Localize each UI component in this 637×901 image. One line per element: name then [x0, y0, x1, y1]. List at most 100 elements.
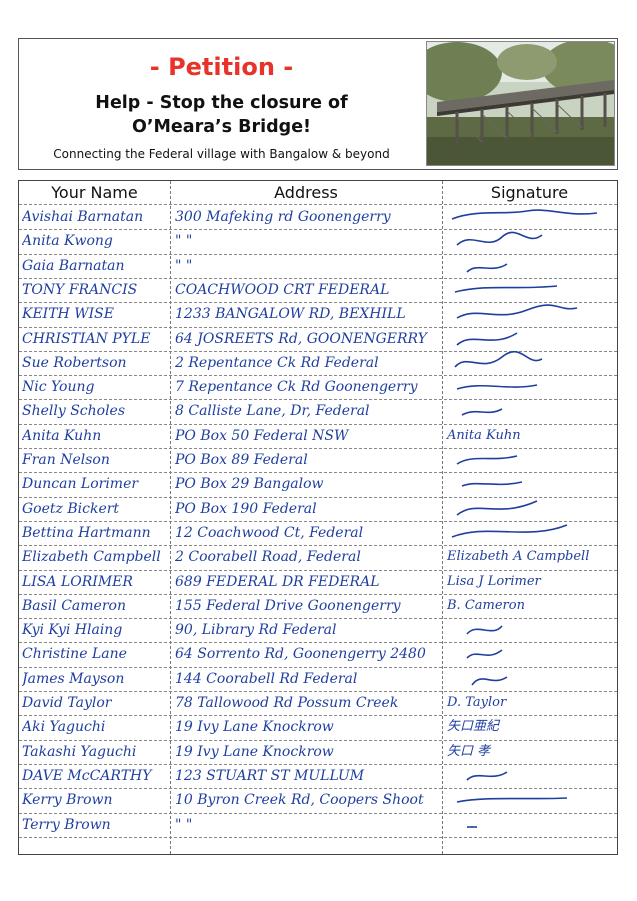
- signer-signature: [447, 448, 615, 472]
- signer-name: Kyi Kyi Hlaing: [22, 622, 123, 639]
- signer-signature: [447, 667, 615, 691]
- signer-signature: D. Taylor: [447, 695, 507, 710]
- signature-stroke: [461, 481, 523, 488]
- signature-stroke: [466, 625, 503, 635]
- row-divider: [19, 229, 617, 231]
- signature-stroke: [456, 304, 578, 319]
- signer-address: 2 Repentance Ck Rd Federal: [175, 354, 379, 371]
- signature-scribble: [456, 304, 578, 319]
- signer-address: 1233 BANGALOW RD, BEXHILL: [175, 306, 406, 323]
- signer-address: 2 Coorabell Road, Federal: [175, 549, 361, 566]
- signature-stroke: [461, 408, 503, 417]
- row-divider: [19, 739, 617, 741]
- signature-scribble: [454, 350, 543, 368]
- signature-scribble: [471, 675, 508, 686]
- signer-signature: [447, 278, 615, 302]
- signer-signature: [447, 375, 615, 399]
- signature-stroke: [466, 262, 508, 273]
- signer-name: Terry Brown: [22, 816, 111, 833]
- signer-signature: [447, 205, 615, 229]
- signature-scribble: [467, 825, 477, 828]
- signer-signature: [447, 472, 615, 496]
- signature-stroke: [471, 675, 508, 686]
- signer-signature: [447, 642, 615, 666]
- signer-signature: 矢口亜紀: [447, 719, 500, 735]
- signer-signature: [447, 229, 615, 253]
- row-divider: [19, 520, 617, 522]
- row-divider: [19, 277, 617, 279]
- signer-address: 10 Byron Creek Rd, Coopers Shoot: [175, 792, 424, 809]
- signer-address: 19 Ivy Lane Knockrow: [175, 719, 334, 736]
- signer-signature: [447, 497, 615, 521]
- signer-name: CHRISTIAN PYLE: [22, 330, 151, 347]
- signer-signature: [447, 254, 615, 278]
- signer-address: 689 FEDERAL DR FEDERAL: [175, 573, 380, 590]
- row-divider: [19, 618, 617, 620]
- signature-scribble: [466, 649, 503, 660]
- signature-stroke: [451, 209, 598, 220]
- row-divider: [19, 399, 617, 401]
- signer-name: Nic Young: [22, 379, 95, 396]
- signature-stroke: [456, 231, 543, 246]
- signer-name: Aki Yaguchi: [22, 719, 106, 736]
- signer-name: Avishai Barnatan: [22, 209, 144, 225]
- signature-scribble: [451, 209, 598, 220]
- signer-signature: [447, 764, 615, 788]
- signer-signature: B. Cameron: [447, 597, 525, 613]
- signature-stroke: [456, 455, 518, 465]
- signature-stroke: [456, 331, 518, 346]
- signature-scribble: [461, 481, 523, 488]
- signature-scribble: [456, 331, 518, 346]
- row-divider: [19, 326, 617, 328]
- row-divider: [19, 350, 617, 352]
- signer-address: 8 Calliste Lane, Dr, Federal: [175, 403, 370, 420]
- signer-name: Elizabeth Campbell: [22, 549, 161, 566]
- signer-signature: [447, 327, 615, 351]
- signer-signature: [447, 302, 615, 326]
- signature-stroke: [466, 771, 508, 781]
- petition-title: - Petition -: [149, 53, 294, 81]
- signature-scribble: [456, 455, 518, 465]
- row-divider: [19, 253, 617, 255]
- signer-name: Shelly Scholes: [22, 403, 126, 420]
- signer-address: 7 Repentance Ck Rd Goonengerry: [175, 379, 418, 396]
- signer-name: LISA LORIMER: [22, 573, 133, 590]
- signer-name: Takashi Yaguchi: [22, 743, 137, 760]
- signature-scribble: [456, 499, 538, 516]
- column-header-name: Your Name: [51, 183, 138, 202]
- signer-signature: [447, 350, 615, 375]
- signer-address: COACHWOOD CRT FEDERAL: [175, 281, 390, 298]
- signature-scribble: [456, 231, 543, 246]
- signer-address: 64 JOSREETS Rd, GOONENGERRY: [175, 330, 427, 347]
- row-divider: [19, 569, 617, 571]
- signature-scribble: [456, 384, 538, 390]
- row-divider: [19, 788, 617, 790]
- signer-name: James Mayson: [22, 670, 125, 687]
- signer-address: 144 Coorabell Rd Federal: [175, 670, 358, 687]
- signer-address: " ": [175, 257, 193, 274]
- row-divider: [19, 375, 617, 377]
- signature-stroke: [466, 649, 503, 660]
- signer-signature: [447, 399, 615, 423]
- signature-scribble: [466, 262, 508, 273]
- row-divider: [19, 545, 617, 547]
- signer-signature: [447, 813, 615, 837]
- signer-name: TONY FRANCIS: [22, 281, 138, 298]
- signature-stroke: [456, 499, 538, 516]
- signer-name: Fran Nelson: [22, 452, 110, 468]
- signer-address: 78 Tallowood Rd Possum Creek: [175, 695, 399, 711]
- signer-name: Kerry Brown: [22, 792, 113, 809]
- petition-header: - Petition - Help - Stop the closure of …: [18, 38, 618, 170]
- signature-stroke: [451, 524, 568, 538]
- row-divider: [19, 812, 617, 814]
- signer-name: DAVE McCARTHY: [22, 767, 152, 784]
- signer-address: PO Box 89 Federal: [175, 452, 308, 468]
- signer-signature: 矢口 孝: [447, 743, 491, 759]
- row-divider: [19, 666, 617, 668]
- signer-name: Christine Lane: [22, 646, 127, 663]
- signer-name: Duncan Lorimer: [22, 476, 139, 493]
- signature-scribble: [451, 524, 568, 538]
- signer-address: PO Box 29 Bangalow: [175, 476, 324, 493]
- row-divider: [19, 302, 617, 304]
- signature-stroke: [454, 350, 543, 368]
